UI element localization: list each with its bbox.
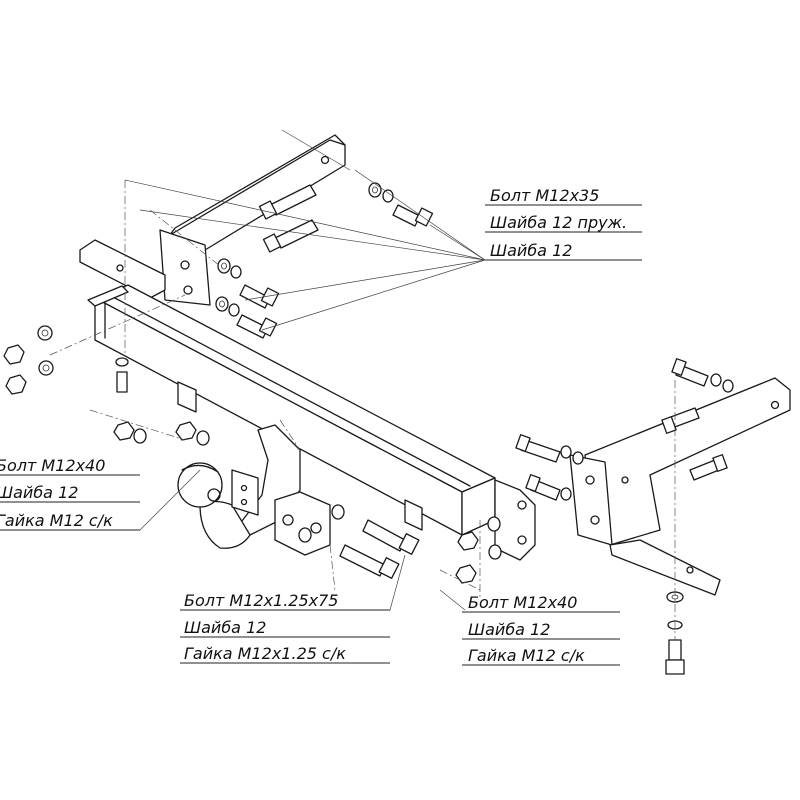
callout-left-line-2: Шайба 12 — [0, 483, 78, 502]
callout-bottom-right-line-3: Гайка М12 с/к — [468, 646, 585, 665]
callout-bottom-right: Болт М12х40 Шайба 12 Гайка М12 с/к — [468, 593, 585, 665]
callout-top-right: Болт М12х35 Шайба 12 пруж. Шайба 12 — [490, 186, 627, 260]
callout-bottom-right-line-1: Болт М12х40 — [468, 593, 577, 612]
left-bracket — [79, 134, 346, 306]
callout-bottom-right-line-2: Шайба 12 — [468, 620, 550, 639]
callout-top-right-line-3: Шайба 12 — [490, 241, 572, 260]
assembly-axis-lines — [49, 180, 676, 640]
main-cross-beam — [87, 284, 496, 536]
callout-left-line-3: Гайка М12 с/к — [0, 511, 113, 530]
callout-bottom-center: Болт М12х1.25х75 Шайба 12 Гайка М12х1.25… — [184, 591, 346, 663]
right-bracket — [569, 377, 791, 596]
tow-ball-assembly — [177, 424, 331, 556]
callout-left-line-1: Болт М12х40 — [0, 456, 105, 475]
callout-rules — [0, 204, 642, 666]
leader-lines — [124, 129, 486, 611]
callout-bottom-center-line-2: Шайба 12 — [184, 618, 266, 637]
beam-right-end-plate — [494, 479, 536, 561]
callout-left: Болт М12х40 Шайба 12 Гайка М12 с/к — [0, 456, 113, 530]
fasteners — [3, 182, 734, 675]
callout-top-right-line-2: Шайба 12 пруж. — [490, 213, 627, 232]
callout-bottom-center-line-3: Гайка М12х1.25 с/к — [184, 644, 346, 663]
callout-top-right-line-1: Болт М12х35 — [490, 186, 599, 205]
callout-bottom-center-line-1: Болт М12х1.25х75 — [184, 591, 338, 610]
